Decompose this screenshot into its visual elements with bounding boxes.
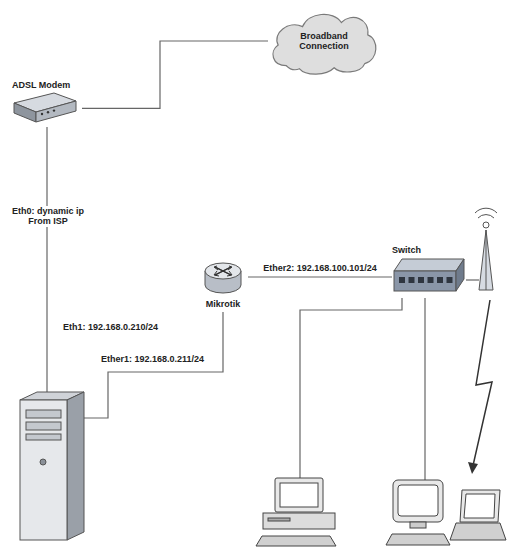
pc-screen — [280, 483, 318, 507]
switch-port — [399, 277, 405, 283]
pc-case — [263, 513, 335, 529]
cloud-label: Broadband Connection — [288, 31, 360, 52]
adsl-modem: ADSL Modem — [12, 80, 82, 126]
switch-antenna-wire — [466, 279, 479, 280]
switch-port — [409, 277, 415, 283]
modem-front — [14, 103, 36, 122]
drive-bay — [26, 410, 61, 418]
server-side — [67, 392, 84, 540]
antenna-tip — [483, 222, 489, 228]
switch-port — [418, 277, 424, 283]
modem-icon — [12, 90, 78, 126]
broadband-cloud: Broadband Connection — [268, 6, 380, 76]
switch-port — [437, 277, 443, 283]
network-link — [82, 41, 268, 108]
router-arrow — [215, 267, 231, 275]
cloud-shape — [273, 14, 376, 74]
pc-drive — [268, 518, 290, 521]
interface-label: Ether2: 192.168.100.101/24 — [262, 263, 378, 273]
router-arrow — [215, 267, 231, 275]
router-arrow — [215, 267, 231, 275]
router-icon — [201, 255, 245, 299]
wireless-antenna — [475, 208, 497, 290]
crt-keyboard — [386, 534, 450, 545]
interface-label: Eth0: dynamic ip From ISP — [4, 206, 92, 227]
modem-side — [36, 101, 76, 122]
router-arrow — [215, 267, 231, 275]
monitor-pc — [386, 480, 450, 545]
network-wires — [47, 127, 479, 480]
crt-screen — [398, 485, 438, 516]
interface-label: Eth1: 192.168.0.210/24 — [62, 322, 159, 332]
device-label: Mikrotik — [206, 299, 241, 309]
switch-top — [394, 259, 464, 271]
router-top — [205, 263, 241, 279]
switch-port — [447, 277, 453, 283]
modem-light — [53, 110, 55, 112]
interface-label: Ether1: 192.168.0.211/24 — [100, 354, 205, 364]
pc-keyboard — [256, 536, 336, 546]
wireless-bolt — [472, 300, 492, 470]
laptop — [450, 490, 506, 540]
power-button — [40, 459, 46, 465]
device-label: ADSL Modem — [12, 80, 70, 90]
pc-monitor — [275, 478, 323, 512]
switch-side — [456, 259, 464, 291]
antenna-pole — [486, 230, 487, 290]
laptop-screen — [464, 494, 495, 518]
switch-monitor-wire — [424, 298, 425, 480]
mikrotik-router: Mikrotik — [198, 255, 248, 309]
antenna-wave — [475, 208, 497, 213]
drive-bay — [26, 434, 61, 440]
server-front — [20, 400, 67, 540]
network-switch: Switch — [392, 245, 466, 297]
modem-light — [41, 113, 43, 115]
device-label: Switch — [392, 245, 421, 255]
modem-server-wire — [46, 127, 47, 396]
antenna-wave — [478, 215, 494, 218]
wireless-bolt-tip — [468, 462, 478, 474]
laptop-lid — [460, 490, 500, 522]
server-tower — [20, 392, 84, 540]
laptop-base — [450, 523, 506, 540]
router-arrowhead — [214, 266, 218, 270]
desktop-pc — [256, 478, 336, 546]
crt-stand — [410, 522, 426, 528]
crt-monitor — [393, 480, 443, 522]
modem-light — [47, 111, 49, 113]
router-arrowhead — [228, 266, 232, 270]
network-link — [248, 276, 392, 277]
antenna-mast — [479, 230, 493, 290]
switch-icon — [392, 255, 466, 297]
switch-pc-wire — [300, 298, 402, 478]
switch-front — [394, 271, 456, 291]
drive-bay — [26, 422, 61, 430]
switch-port — [428, 277, 434, 283]
